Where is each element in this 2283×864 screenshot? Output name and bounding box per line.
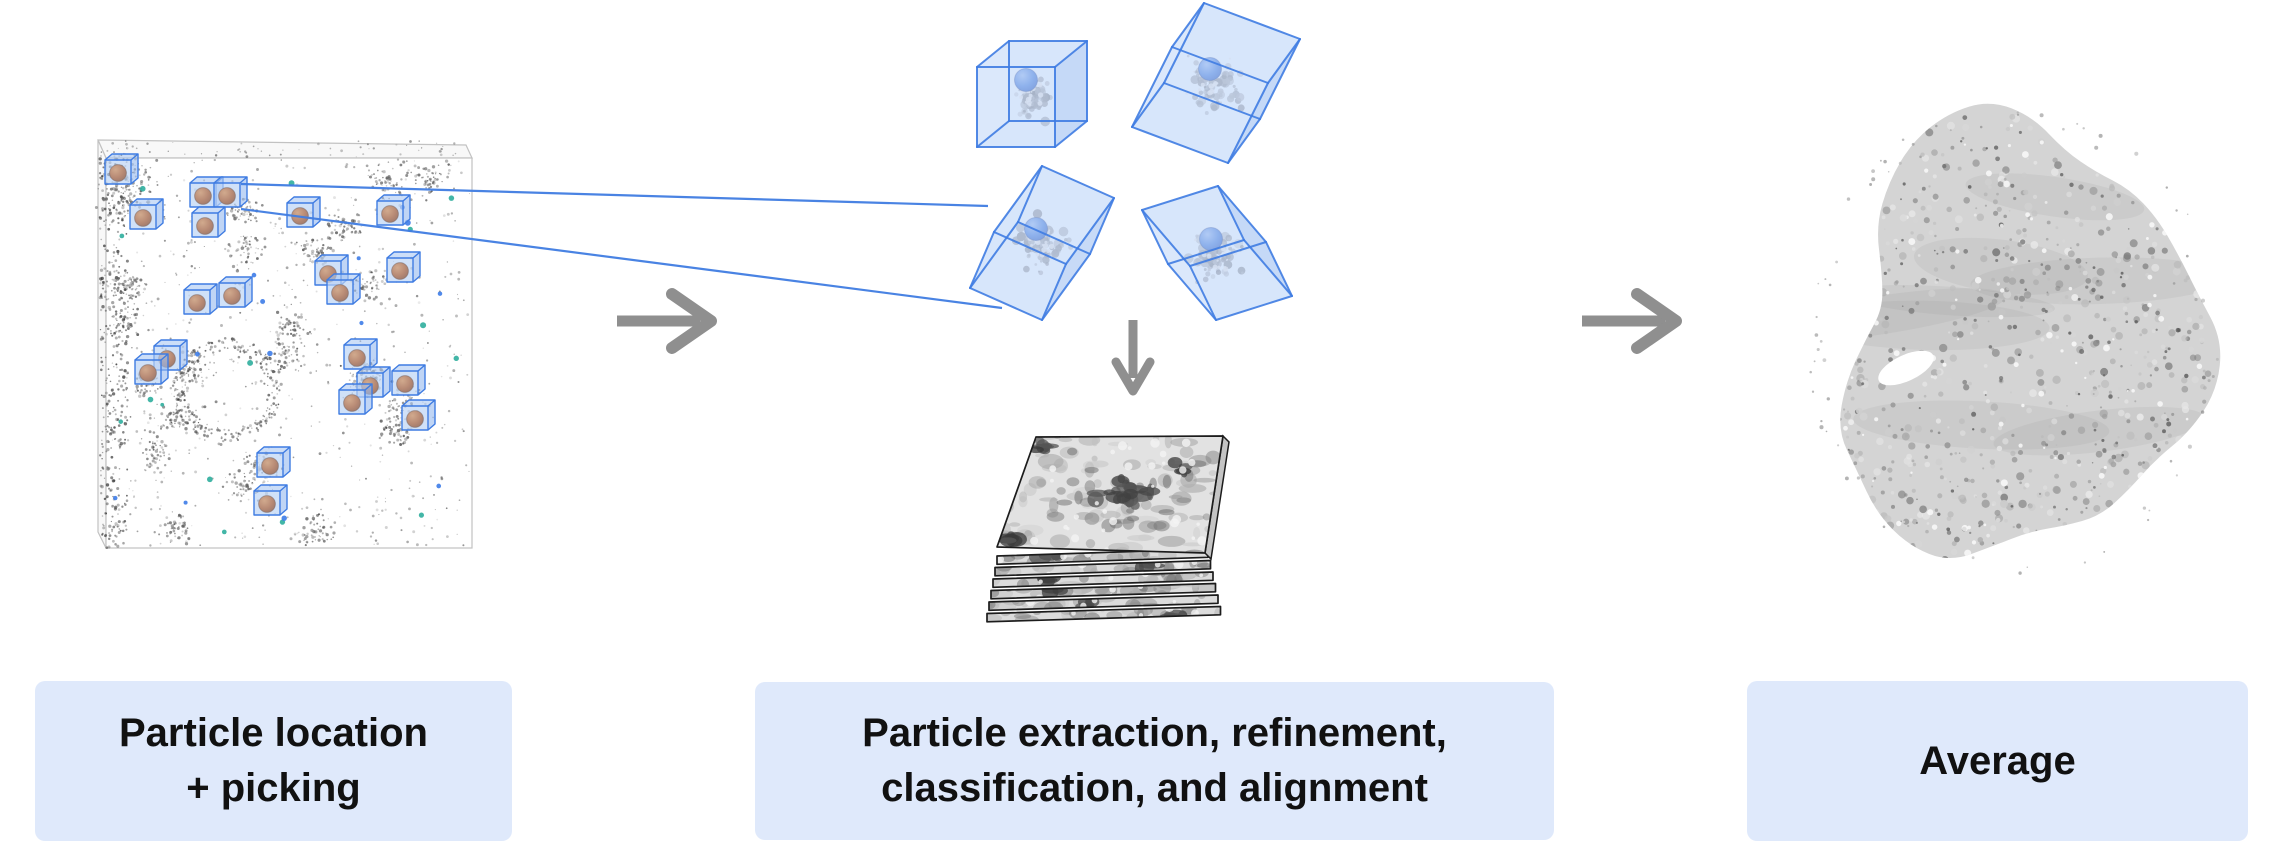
label-particle-location: Particle location + picking (35, 681, 512, 841)
particle-cube (1141, 185, 1293, 321)
label-line: Average (1919, 738, 2076, 783)
average-density-map (1809, 103, 2221, 575)
label-particle-extraction: Particle extraction, refinement, classif… (755, 682, 1554, 840)
extraction-lines (240, 182, 1003, 310)
right-arrow-icon (1582, 288, 1682, 354)
particle-cube (976, 40, 1088, 148)
label-average: Average (1747, 681, 2248, 841)
extracted-particle-cubes (969, 2, 1301, 321)
right-arrow-icon (617, 288, 717, 354)
flow-arrows (617, 288, 1682, 396)
picked-particle-boxes (104, 153, 436, 516)
tomogram-panel (94, 139, 473, 549)
particle-cube (969, 165, 1115, 321)
label-line: + picking (186, 766, 361, 810)
label-line: Particle location (119, 711, 428, 755)
label-line: Particle extraction, refinement, (862, 711, 1447, 755)
label-line: classification, and alignment (881, 766, 1428, 810)
slice-stack (986, 434, 1230, 623)
particle-cube (1131, 2, 1301, 164)
down-arrow-icon (1111, 320, 1155, 396)
